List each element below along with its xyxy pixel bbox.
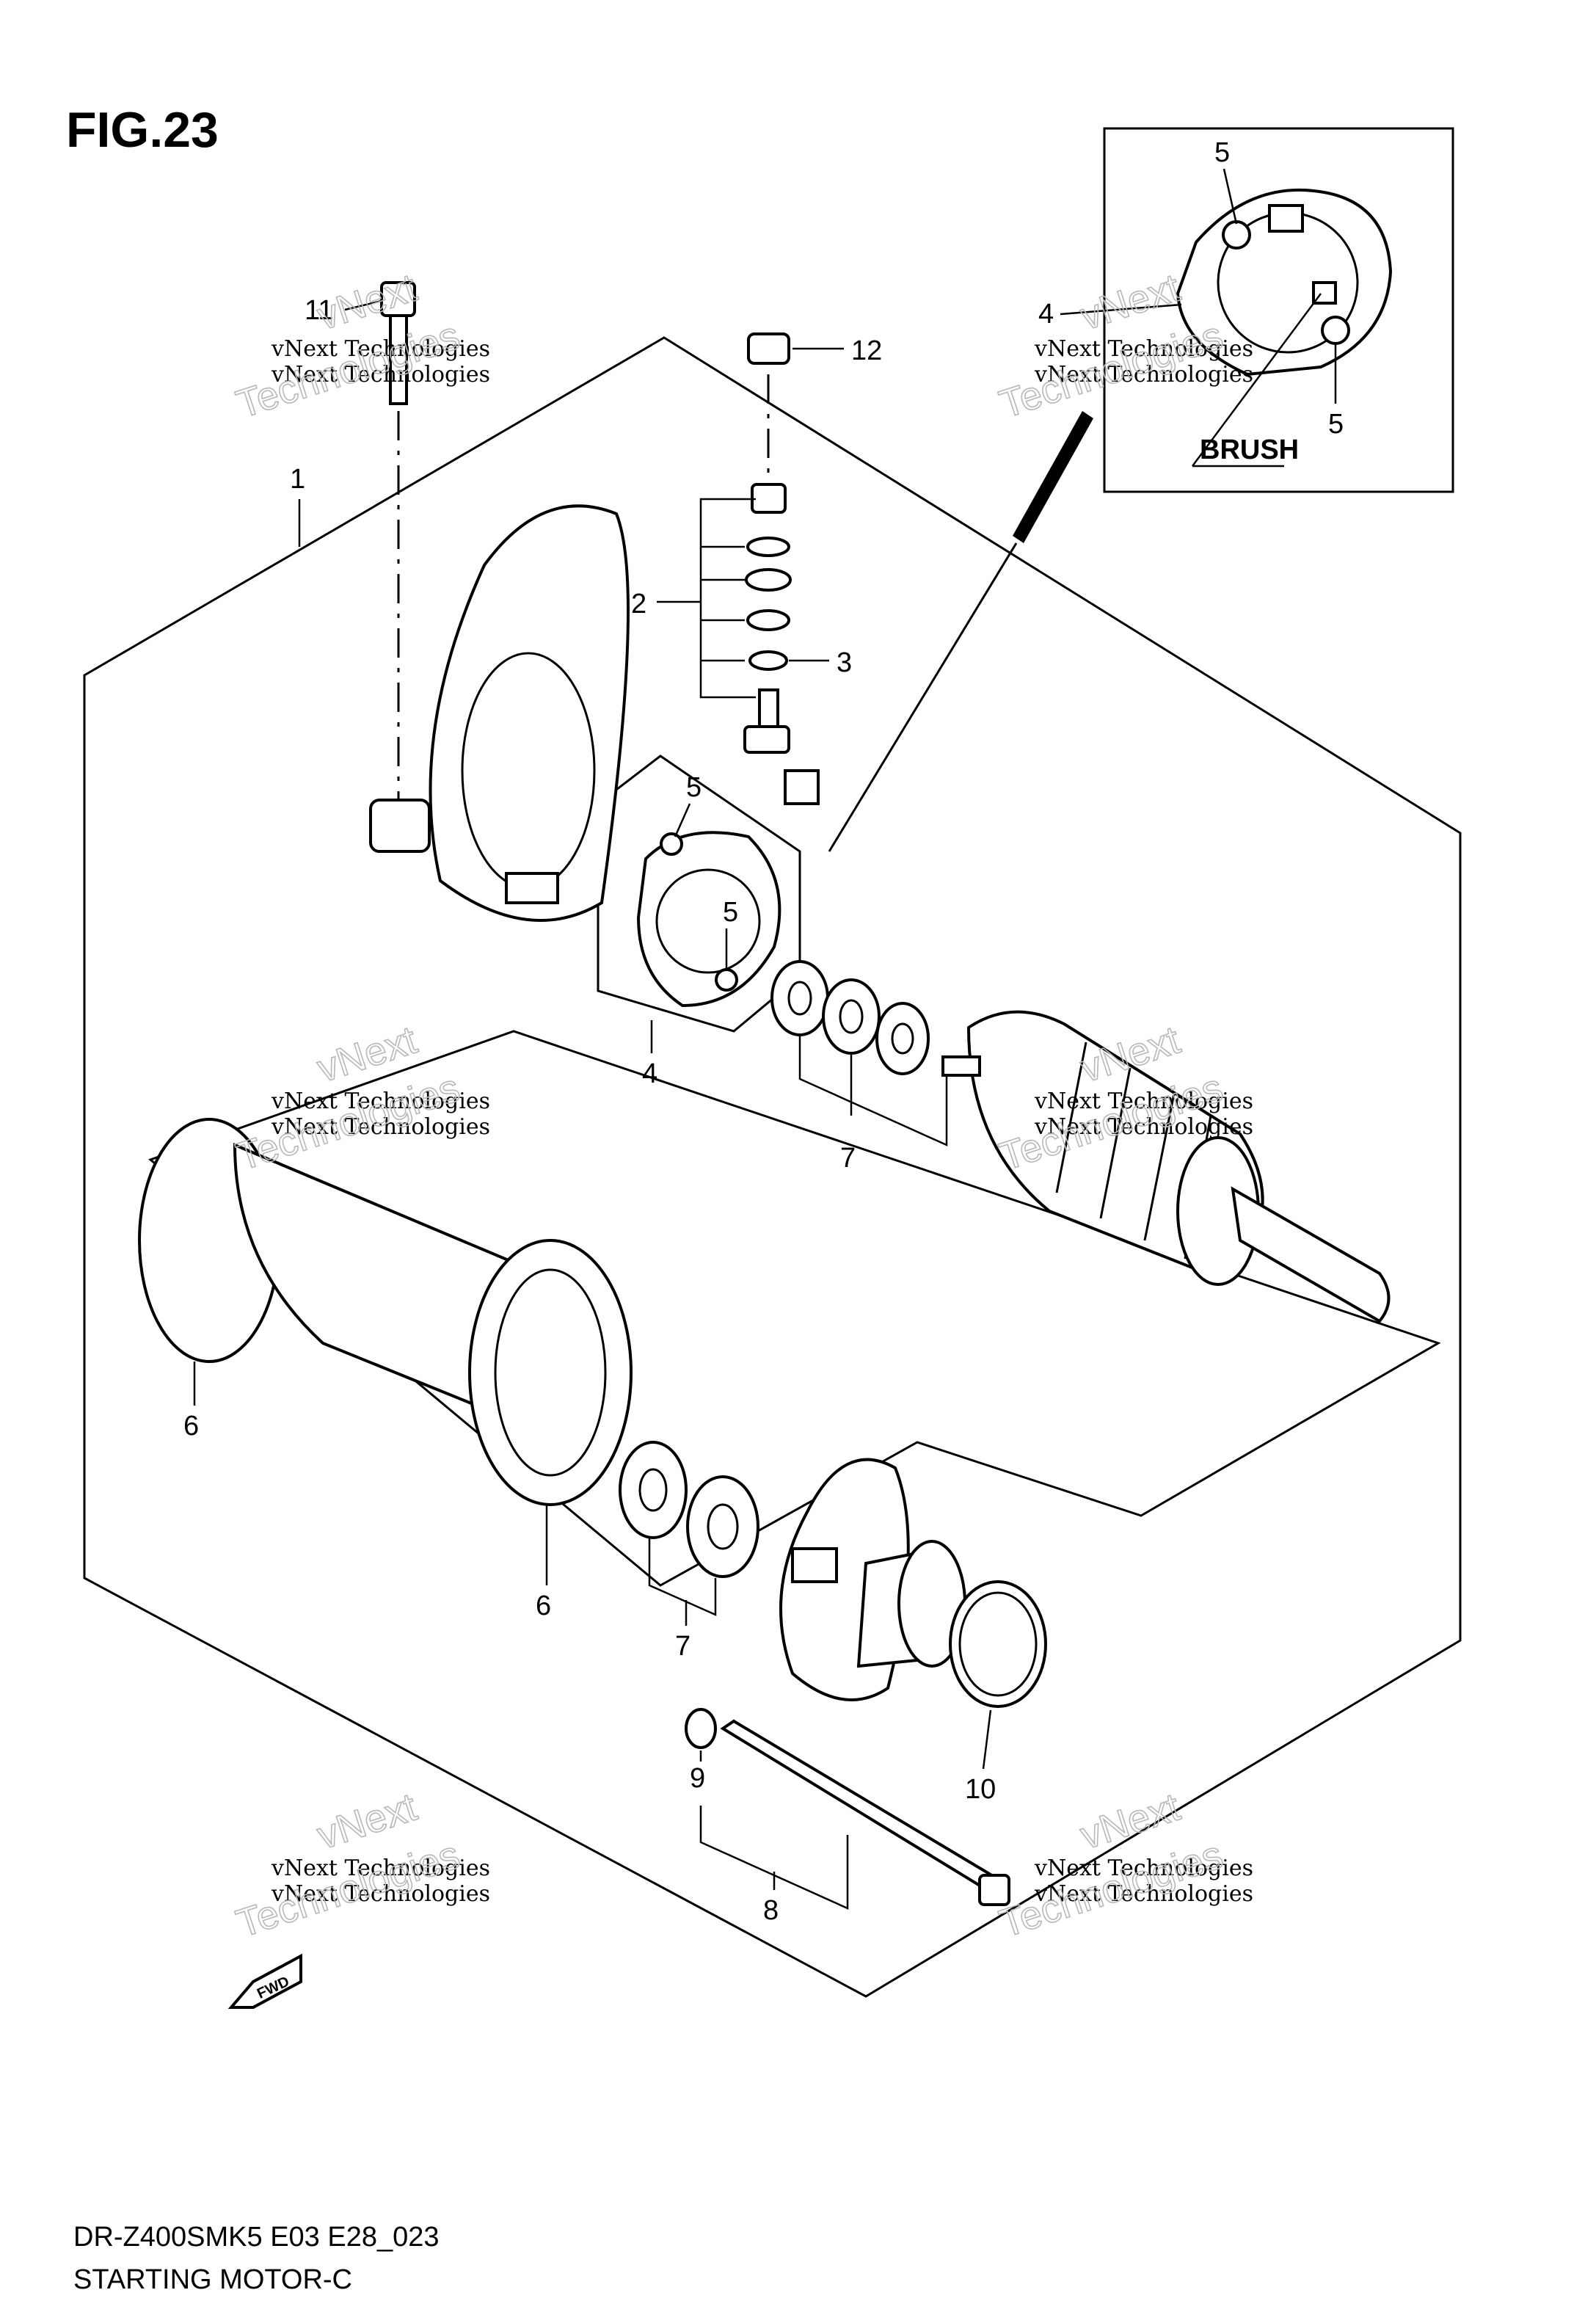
svg-text:vNext Technologies: vNext Technologies: [1034, 1855, 1253, 1881]
callout-6-left: 6: [183, 1411, 199, 1442]
watermark-bottom-left: vNext Technologies vNext Technologies Te…: [230, 1784, 490, 1946]
leader-11: [344, 299, 382, 311]
yoke-group-outline: [148, 1030, 1441, 1587]
washers-7-upper: [770, 960, 948, 1146]
fwd-arrow-icon: FWD: [227, 1953, 302, 2009]
watermark-top-left: vNext Technologies vNext Technologies Te…: [230, 265, 490, 427]
inset-callout-5-bottom: 5: [1328, 409, 1344, 440]
svg-text:vNext Technologies: vNext Technologies: [1034, 1088, 1253, 1114]
assembly-outline: [83, 336, 1462, 1998]
inset-leader-4: [1060, 303, 1182, 316]
leader-5-upper: [674, 803, 691, 837]
bolt-11: [380, 281, 416, 815]
nut-12: [747, 332, 790, 477]
callout-8: 8: [763, 1895, 779, 1926]
svg-text:vNext Technologies: vNext Technologies: [271, 336, 490, 362]
watermark-bottom-right: vNext Technologies vNext Technologies Te…: [994, 1784, 1253, 1946]
brush-label: BRUSH: [1200, 435, 1299, 465]
svg-text:vNext Technologies: vNext Technologies: [1034, 362, 1253, 388]
svg-text:vNext Technologies: vNext Technologies: [271, 1114, 490, 1140]
callout-4: 4: [642, 1058, 657, 1089]
callout-1: 1: [290, 464, 305, 495]
model-code: DR-Z400SMK5 E03 E28_023: [73, 2222, 440, 2253]
o-ring-10-inner: [958, 1591, 1038, 1697]
yoke-housing: [138, 1118, 633, 1506]
leader-10: [982, 1709, 992, 1770]
svg-text:vNext Technologies: vNext Technologies: [271, 1881, 490, 1907]
brush-plate: [636, 831, 781, 1008]
callout-11: 11: [305, 295, 333, 326]
callout-6-right: 6: [536, 1591, 551, 1621]
armature: [941, 1010, 1391, 1323]
inset-pointer: [1013, 411, 1093, 543]
washers-7-lower: [619, 1441, 759, 1616]
svg-text:vNext Technologies: vNext Technologies: [1034, 1881, 1253, 1907]
section-name: STARTING MOTOR-C: [73, 2264, 352, 2295]
front-housing: [779, 1458, 966, 1701]
callout-7-upper: 7: [840, 1143, 856, 1174]
inset-leader-5-top: [1222, 168, 1238, 225]
callout-5-upper: 5: [686, 772, 702, 803]
svg-text:vNext Technologies: vNext Technologies: [271, 362, 490, 388]
callout-12: 12: [851, 335, 882, 366]
callout-7-lower: 7: [675, 1631, 690, 1662]
o-ring-10: [949, 1580, 1047, 1708]
washer-stack-2: [657, 483, 820, 805]
inset-callout-4: 4: [1038, 299, 1054, 330]
callout-3: 3: [837, 647, 852, 678]
figure-title: FIG.23: [66, 102, 219, 158]
svg-text:vNext Technologies: vNext Technologies: [271, 1088, 490, 1114]
callout-2: 2: [631, 589, 646, 619]
inset-brush-holder: [1176, 188, 1393, 468]
inset-callout-5-top: 5: [1214, 137, 1230, 168]
svg-text:vNext Technologies: vNext Technologies: [1034, 1114, 1253, 1140]
svg-text:vNext Technologies: vNext Technologies: [271, 1855, 490, 1881]
svg-text:vNext Technologies: vNext Technologies: [1034, 336, 1253, 362]
through-bolt-8: [685, 1708, 1010, 1910]
callout-10: 10: [965, 1774, 996, 1805]
callout-9: 9: [690, 1763, 705, 1794]
watermark-mid-left: vNext Technologies vNext Technologies Te…: [230, 1017, 490, 1179]
callout-5-lower: 5: [723, 897, 738, 928]
inset-pointer-line: [828, 542, 1018, 852]
rear-end-cover: [369, 504, 630, 922]
